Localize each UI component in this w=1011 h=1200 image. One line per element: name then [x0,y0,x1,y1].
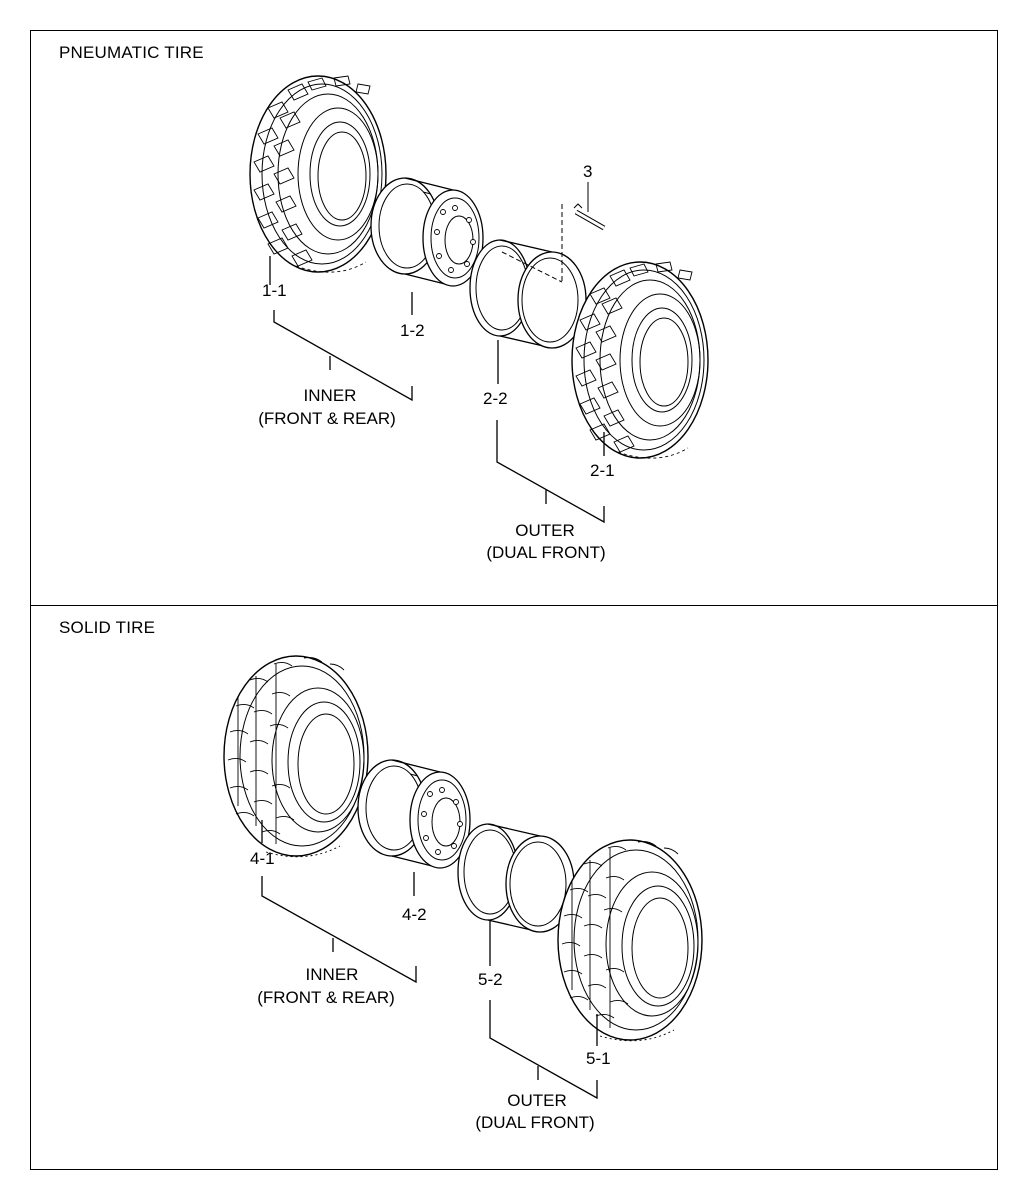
callout-2-2: 2-2 [483,389,508,408]
outer-solid-tire [557,839,703,1042]
pneumatic-panel-title: PNEUMATIC TIRE [59,43,204,62]
callout-3: 3 [583,162,592,181]
outer-pneumatic-tire [571,261,709,459]
solid-inner-group-sublabel: (FRONT & REAR) [257,988,395,1007]
solid-parts-group [223,655,703,1100]
stud-bolt-part [573,203,606,231]
inner-pneumatic-tire [249,75,387,273]
solid-panel-title: SOLID TIRE [59,618,156,637]
outer-solid-wheel-rim [457,823,575,933]
callout-2-1: 2-1 [590,461,615,480]
callout-4-1: 4-1 [250,849,275,868]
outer-wheel-rim [469,239,587,349]
solid-outer-group-label: OUTER [507,1091,567,1110]
callout-5-2: 5-2 [478,970,503,989]
solid-tire-panel: SOLID TIRE [30,605,998,1170]
solid-inner-group-label: INNER [306,965,359,984]
solid-outer-group-sublabel: (DUAL FRONT) [475,1113,594,1132]
callout-1-2: 1-2 [400,321,425,340]
callout-1-1: 1-1 [262,281,287,300]
inner-solid-tire [223,655,369,858]
pneumatic-inner-group-label: INNER [304,386,357,405]
callout-5-1: 5-1 [586,1049,611,1068]
inner-solid-wheel-rim [357,759,471,869]
pneumatic-outer-group-label: OUTER [515,521,575,540]
pneumatic-inner-group-sublabel: (FRONT & REAR) [258,409,396,428]
inner-wheel-rim [370,177,484,287]
pneumatic-outer-group-sublabel: (DUAL FRONT) [486,543,605,562]
callout-4-2: 4-2 [402,905,427,924]
pneumatic-parts-group [249,75,709,524]
